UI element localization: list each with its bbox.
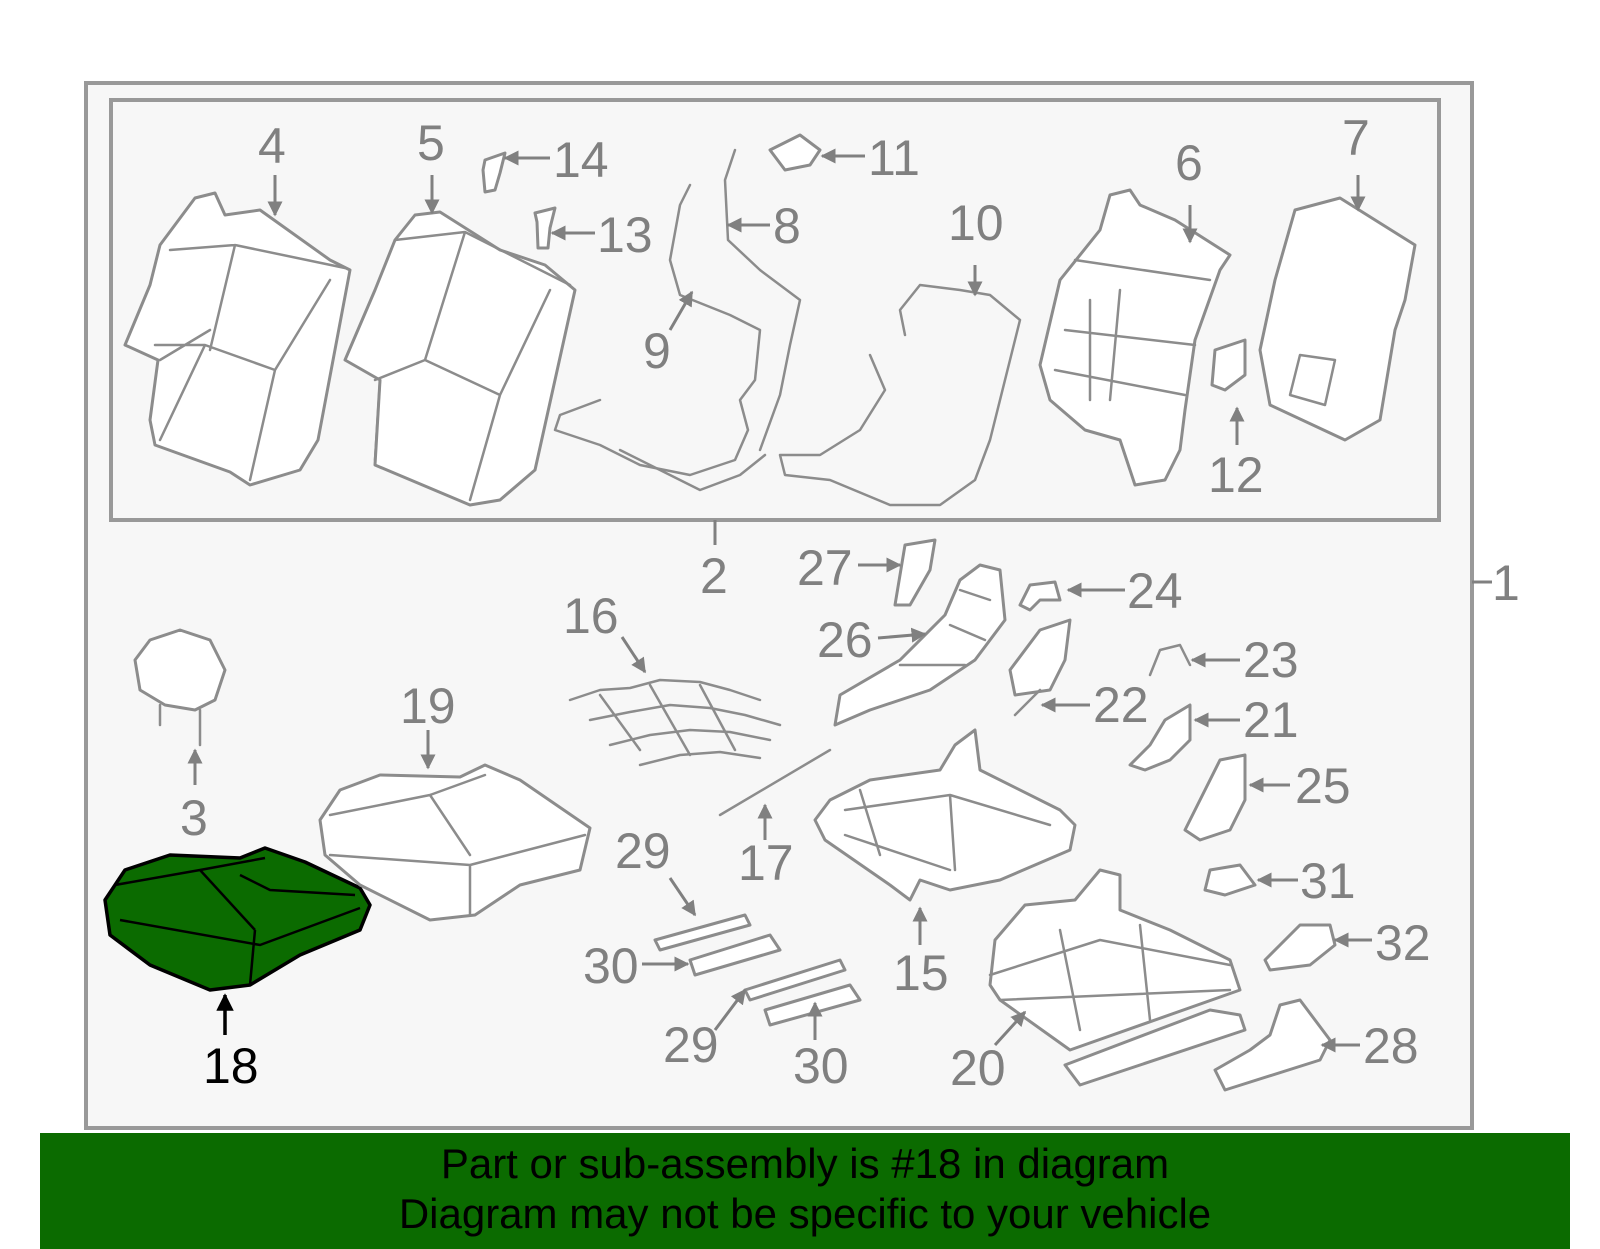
callout-8: 8 [773, 198, 801, 254]
callout-19: 19 [400, 678, 456, 734]
part-27-cover[interactable] [893, 538, 937, 607]
part-17-rod[interactable] [718, 748, 832, 817]
part-7-back-board[interactable] [1258, 196, 1417, 442]
part-6-seatback-frame[interactable] [1038, 188, 1232, 487]
part-21-bracket[interactable] [1128, 703, 1192, 772]
part-18-seat-cushion-cover[interactable] [103, 846, 372, 992]
callout-12: 12 [1208, 447, 1264, 503]
callout-28: 28 [1363, 1018, 1419, 1074]
callout-25: 25 [1295, 758, 1351, 814]
part-19-seat-cushion-pad[interactable] [318, 763, 592, 922]
part-26-side-shield[interactable] [833, 563, 1007, 727]
callout-6: 6 [1175, 135, 1203, 191]
callout-9: 9 [643, 323, 671, 379]
callout-17: 17 [738, 835, 794, 891]
info-banner: Part or sub-assembly is #18 in diagram D… [40, 1133, 1570, 1249]
part-5-seatback-pad[interactable] [343, 210, 577, 507]
part-30-trim-upper[interactable] [688, 933, 782, 977]
part-4-seatback-cover[interactable] [123, 191, 352, 487]
part-13-clip[interactable] [533, 206, 557, 250]
callout-29: 29 [663, 1017, 719, 1073]
part-16-seat-springs[interactable] [568, 678, 782, 767]
callout-5: 5 [417, 115, 445, 171]
part-11-bracket[interactable] [768, 133, 822, 172]
part-29-trim-upper[interactable] [653, 913, 752, 952]
callout-11: 11 [868, 130, 920, 186]
callout-15: 15 [893, 945, 949, 1001]
callout-16: 16 [563, 588, 619, 644]
callout-22: 22 [1093, 677, 1149, 733]
callout-29: 29 [615, 823, 671, 879]
part-23-clip[interactable] [1148, 643, 1192, 677]
part-12-handle[interactable] [1210, 338, 1247, 392]
callout-20: 20 [950, 1040, 1006, 1096]
callout-21: 21 [1243, 692, 1299, 748]
banner-line-1: Part or sub-assembly is #18 in diagram [440, 1140, 1170, 1187]
part-32-bracket[interactable] [1263, 923, 1337, 972]
part-29-trim-lower[interactable] [743, 958, 847, 1002]
part-24-bracket[interactable] [1018, 580, 1062, 612]
part-31-clip[interactable] [1203, 863, 1257, 897]
banner-line-2: Diagram may not be specific to your vehi… [398, 1190, 1212, 1237]
part-28-trim[interactable] [1213, 998, 1332, 1092]
callout-10: 10 [948, 195, 1004, 251]
callout-26: 26 [817, 612, 873, 668]
part-3-headrest[interactable] [133, 628, 227, 747]
callout-30: 30 [583, 938, 639, 994]
callout-30: 30 [793, 1038, 849, 1094]
part-15-seat-frame[interactable] [813, 728, 1077, 902]
callout-31: 31 [1300, 853, 1356, 909]
part-10-wire[interactable] [778, 283, 1022, 507]
part-25-cover[interactable] [1183, 753, 1247, 842]
callout-18: 18 [203, 1038, 259, 1094]
callout-13: 13 [597, 207, 653, 263]
callout-3: 3 [180, 790, 208, 846]
callout-24: 24 [1127, 563, 1183, 619]
callout-7: 7 [1342, 110, 1370, 166]
callout-2: 2 [700, 548, 728, 604]
callout-1: 1 [1492, 555, 1520, 611]
callout-27: 27 [797, 540, 853, 596]
callout-14: 14 [553, 132, 609, 188]
callout-4: 4 [258, 118, 286, 174]
part-9-wire[interactable] [553, 148, 802, 492]
callout-32: 32 [1375, 915, 1431, 971]
part-22-bracket[interactable] [1008, 618, 1072, 717]
callout-23: 23 [1243, 632, 1299, 688]
part-20-seat-rails[interactable] [988, 868, 1247, 1087]
